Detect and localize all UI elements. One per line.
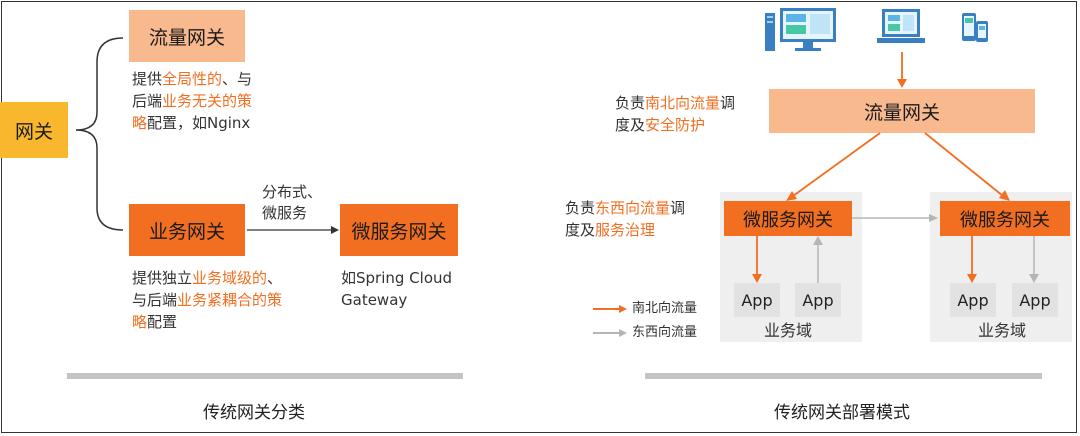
mobile-client-icon (962, 13, 988, 42)
domain2-down-arrow-head (967, 274, 977, 283)
traffic-gateway-desc: 提供全局性的、与 后端业务无关的策 略配置，如Nginx (132, 70, 253, 132)
ew-gateway-arrow-head (929, 214, 938, 222)
client-arrow-head (897, 79, 907, 88)
domain1-up-arrow-head (813, 236, 823, 245)
domain2-label: 业务域 (978, 321, 1027, 340)
ns-arrow-right-head (999, 190, 1010, 201)
north-south-desc: 负责南北向流量调 度及安全防护 (615, 94, 736, 134)
domain1-down-arrow-head (752, 274, 762, 283)
laptop-client-icon (877, 9, 925, 43)
business-gateway-box: 业务网关 (129, 204, 245, 256)
legend-ns-label: 南北向流量 (632, 301, 698, 316)
distributed-label: 分布式、 微服务 (262, 183, 323, 222)
ns-arrow-left (792, 132, 881, 197)
right-caption: 传统网关部署模式 (774, 403, 910, 423)
micro-gateway-2: 微服务网关 (940, 201, 1070, 236)
legend-ns-head (619, 305, 627, 313)
ns-arrow-left-head (786, 191, 797, 201)
domain2-app-1: App (950, 283, 996, 317)
domain2-app-2: App (1012, 283, 1058, 317)
left-caption: 传统网关分类 (203, 403, 305, 423)
left-caption-bar (67, 373, 463, 379)
micro-gateway-example: 如Spring Cloud Gateway (341, 269, 453, 309)
domain2-gray-arrow-head (1029, 274, 1039, 283)
micro-gateway-box: 微服务网关 (340, 204, 458, 256)
micro-gateway-1: 微服务网关 (724, 201, 852, 236)
right-caption-bar (645, 373, 1042, 379)
ns-arrow-right (924, 132, 1004, 197)
legend-ew-label: 东西向流量 (632, 325, 698, 340)
domain1-app-1: App (734, 283, 780, 317)
traffic-gateway-box: 流量网关 (129, 10, 245, 62)
east-west-desc: 负责东西向流量调 度及服务治理 (565, 199, 686, 239)
business-gateway-desc: 提供独立业务域级的、 与后端业务紧耦合的策 略配置 (132, 269, 283, 331)
desktop-client-icon (765, 8, 836, 51)
distributed-arrow-head (331, 226, 339, 234)
bracket-line (75, 37, 124, 231)
right-traffic-gateway-box: 流量网关 (769, 89, 1035, 133)
gateway-box: 网关 (0, 102, 68, 158)
domain1-app-2: App (795, 283, 841, 317)
legend-ew-head (619, 329, 627, 337)
domain1-label: 业务域 (764, 321, 813, 340)
